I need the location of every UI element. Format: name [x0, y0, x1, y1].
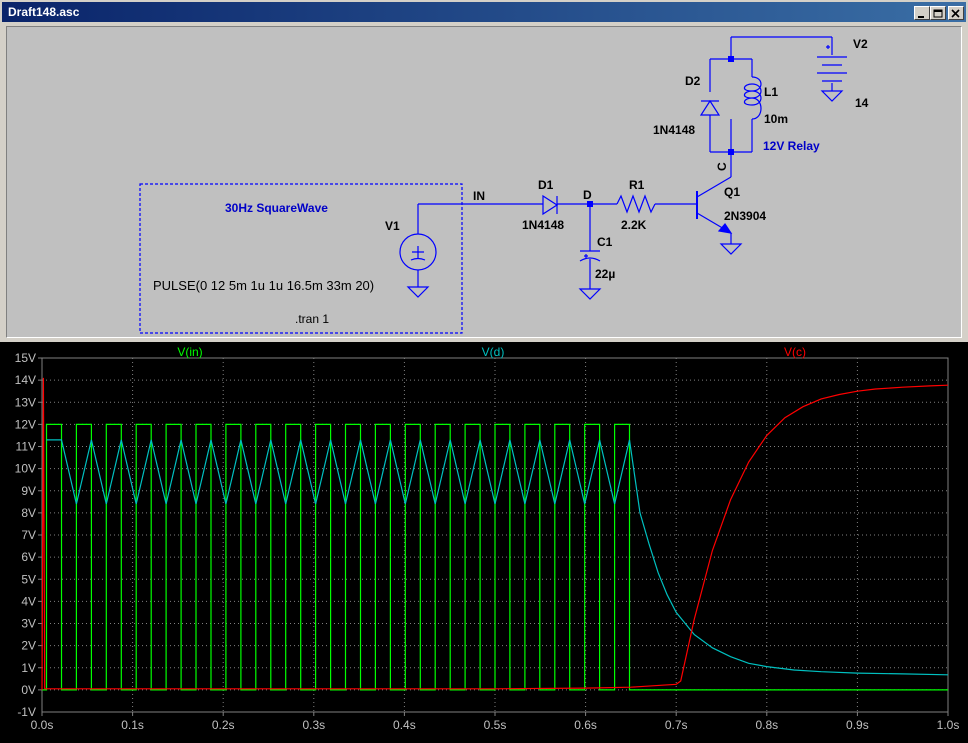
y-tick-label: 2V [21, 639, 36, 653]
v1-ground-icon [406, 286, 430, 298]
maximize-icon [933, 9, 943, 18]
r1-resistor-symbol [616, 194, 656, 214]
d2-value: 1N4148 [653, 123, 695, 137]
comment-title: 30Hz SquareWave [225, 201, 328, 215]
x-tick-label: 0.0s [31, 718, 54, 732]
v2-name: V2 [853, 37, 868, 51]
v2-ground-icon [820, 90, 844, 102]
x-tick-label: 0.6s [574, 718, 597, 732]
y-tick-label: 0V [21, 683, 36, 697]
y-tick-label: 8V [21, 506, 36, 520]
net-label-d: D [583, 188, 592, 202]
v1-name: V1 [385, 219, 400, 233]
y-tick-label: 10V [15, 462, 36, 476]
y-tick-label: 9V [21, 484, 36, 498]
trace-v-c[interactable] [41, 377, 949, 690]
y-tick-label: 6V [21, 550, 36, 564]
net-label-in: IN [473, 189, 485, 203]
d1-name: D1 [538, 178, 554, 192]
y-tick-label: 13V [15, 395, 36, 409]
q1-ground-icon [719, 243, 743, 255]
x-tick-label: 0.2s [212, 718, 235, 732]
node-top-dot [728, 56, 734, 62]
trace-v-d[interactable] [46, 439, 949, 676]
v2-value: 14 [855, 96, 869, 110]
plot-labels: 0V 1V 2V 3V 4V 5V 6V 7V 8V 9V 10V 11V 12V 13V 14V 15V -1… [15, 351, 960, 732]
relay-label: 12V Relay [763, 139, 820, 153]
x-tick-label: 1.0s [937, 718, 960, 732]
plot-traces [41, 377, 949, 691]
plot-grid [38, 357, 949, 716]
legend-v-d[interactable]: V(d) [482, 345, 505, 359]
x-tick-label: 0.7s [665, 718, 688, 732]
x-tick-label: 0.5s [484, 718, 507, 732]
y-tick-label: 3V [21, 617, 36, 631]
l1-value: 10m [764, 112, 788, 126]
q1-emitter-arrow [717, 223, 733, 234]
pulse-spec: PULSE(0 12 5m 1u 1u 16.5m 33m 20) [153, 278, 374, 293]
y-tick-label-bottom: -1V [17, 705, 36, 719]
minimize-icon [918, 16, 924, 18]
close-button[interactable] [948, 6, 964, 20]
y-tick-label: 5V [21, 572, 36, 586]
y-tick-label: 7V [21, 528, 36, 542]
schematic-editor[interactable]: 30Hz SquareWave PULSE(0 12 5m 1u 1u 16.5… [6, 26, 962, 338]
close-icon [951, 9, 960, 18]
minimize-button[interactable] [914, 6, 930, 20]
x-tick-label: 0.8s [755, 718, 778, 732]
x-tick-label: 0.1s [121, 718, 144, 732]
y-tick-label: 4V [21, 594, 36, 608]
legend-v-c[interactable]: V(c) [784, 345, 806, 359]
x-tick-label: 0.9s [846, 718, 869, 732]
y-tick-label: 1V [21, 661, 36, 675]
q1-value: 2N3904 [724, 209, 766, 223]
y-tick-label: 11V [16, 440, 36, 454]
x-tick-label: 0.3s [302, 718, 325, 732]
d1-diode-symbol [542, 194, 559, 216]
l1-inductor-symbol [743, 76, 762, 120]
q1-name: Q1 [724, 185, 740, 199]
d2-name: D2 [685, 74, 701, 88]
d2-diode-symbol [699, 99, 721, 116]
y-tick-label: 15V [15, 351, 36, 365]
waveform-plot[interactable]: 0V 1V 2V 3V 4V 5V 6V 7V 8V 9V 10V 11V 12V 13V 14V 15V -1… [0, 342, 968, 743]
c1-ground-icon [578, 288, 602, 300]
l1-name: L1 [764, 85, 778, 99]
node-c-dot [728, 149, 734, 155]
maximize-button[interactable] [930, 6, 946, 20]
c1-value: 22µ [595, 267, 615, 281]
comment-box [139, 183, 463, 334]
window-title: Draft148.asc [8, 5, 80, 19]
waveform-viewer[interactable]: 0V 1V 2V 3V 4V 5V 6V 7V 8V 9V 10V 11V 12V 13V 14V 15V -1… [0, 342, 968, 743]
title-bar[interactable]: Draft148.asc [2, 2, 966, 22]
d1-value: 1N4148 [522, 218, 564, 232]
trace-v-in[interactable] [42, 423, 948, 691]
v1-plus-icon [412, 246, 424, 258]
net-label-c: C [715, 162, 729, 171]
r1-value: 2.2K [621, 218, 647, 232]
c1-plate-bottom [579, 257, 601, 262]
tran-directive: .tran 1 [295, 312, 329, 326]
legend-v-in[interactable]: V(in) [177, 345, 202, 359]
x-tick-label: 0.4s [393, 718, 416, 732]
y-tick-label: 12V [15, 417, 36, 431]
r1-name: R1 [629, 178, 645, 192]
c1-name: C1 [597, 235, 613, 249]
node-d-dot [587, 201, 593, 207]
y-tick-label: 14V [15, 373, 36, 387]
schematic-canvas[interactable]: 30Hz SquareWave PULSE(0 12 5m 1u 1u 16.5… [7, 27, 961, 337]
